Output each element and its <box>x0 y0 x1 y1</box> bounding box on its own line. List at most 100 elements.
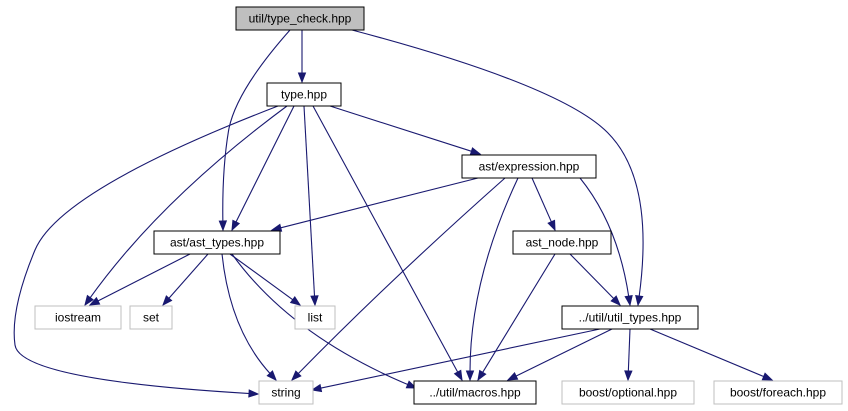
node-iostream: iostream <box>34 305 122 330</box>
edge-ast_types-to-string <box>221 253 277 382</box>
arrowhead <box>469 147 482 156</box>
node-type[interactable]: type.hpp <box>266 82 342 107</box>
arrowhead <box>84 294 94 307</box>
edge-expression-to-macros <box>465 177 519 382</box>
edge-line <box>13 105 279 395</box>
node-layer: util/type_check.hpp type.hpp ast/expressio… <box>34 6 843 405</box>
edge-line <box>229 253 294 301</box>
node-label: boost/optional.hpp <box>579 386 677 400</box>
node-ast_types[interactable]: ast/ast_types.hpp <box>153 230 281 255</box>
node-box <box>561 305 699 330</box>
node-label: boost/foreach.hpp <box>730 386 826 400</box>
edge-line <box>303 105 316 298</box>
arrowhead <box>162 295 173 307</box>
edge-line <box>329 105 473 153</box>
arrowhead <box>291 370 302 381</box>
edge-line <box>469 177 519 373</box>
arrowhead <box>635 295 644 307</box>
edge-type-to-ast_types <box>231 105 295 232</box>
arrowhead <box>761 372 774 381</box>
node-label: ast/ast_types.hpp <box>170 236 264 250</box>
arrowhead <box>610 295 621 306</box>
arrowhead <box>453 369 463 382</box>
edge-line <box>89 105 288 299</box>
edge-line <box>319 328 601 389</box>
edge-util_types-to-optional <box>624 328 633 382</box>
edge-line <box>279 177 479 229</box>
edge-expression-to-ast_node <box>531 177 556 232</box>
node-box <box>34 305 122 330</box>
edge-type_check-to-util_types <box>351 29 644 307</box>
arrowhead <box>310 295 319 307</box>
edge-util_types-to-macros <box>506 328 613 381</box>
edge-line <box>627 328 631 373</box>
node-set: set <box>129 305 173 330</box>
node-label: ../util/macros.hpp <box>429 386 521 400</box>
arrowhead <box>506 372 519 381</box>
edge-line <box>649 328 765 378</box>
node-macros[interactable]: ../util/macros.hpp <box>413 380 537 405</box>
edge-line <box>297 177 506 375</box>
edge-line <box>221 253 271 375</box>
node-box <box>461 154 597 179</box>
node-box <box>129 305 173 330</box>
node-label: ../util/util_types.hpp <box>579 311 682 325</box>
node-label: list <box>308 311 323 325</box>
arrowhead <box>270 223 283 232</box>
arrowhead <box>477 369 487 382</box>
edge-ast_node-to-macros <box>477 253 556 382</box>
edge-ast_types-to-iostream <box>88 253 191 306</box>
arrowhead <box>624 294 633 307</box>
arrowhead <box>266 370 277 382</box>
node-label: type.hpp <box>281 88 327 102</box>
edge-util_types-to-foreach <box>649 328 774 381</box>
node-foreach: boost/foreach.hpp <box>713 380 843 405</box>
node-label: string <box>271 386 300 400</box>
edge-line <box>481 253 556 374</box>
edge-expression-to-ast_types <box>270 177 479 232</box>
edge-line <box>96 253 191 302</box>
node-box <box>294 305 336 330</box>
node-ast_node[interactable]: ast_node.hpp <box>512 230 612 255</box>
edge-layer <box>13 29 774 398</box>
edge-line <box>167 253 209 300</box>
node-label: iostream <box>55 311 101 325</box>
node-label: set <box>143 311 160 325</box>
node-optional: boost/optional.hpp <box>561 380 695 405</box>
edge-line <box>531 177 553 223</box>
edge-ast_types-to-set <box>162 253 209 307</box>
edge-ast_types-to-list <box>229 253 302 306</box>
edge-type-to-list <box>303 105 319 307</box>
arrowhead <box>310 383 323 393</box>
edge-line <box>569 253 615 300</box>
edge-util_types-to-string <box>310 328 601 393</box>
node-string: string <box>258 380 314 405</box>
node-box <box>258 380 314 405</box>
arrowhead <box>289 295 302 306</box>
arrowhead <box>624 370 633 382</box>
node-util_types[interactable]: ../util/util_types.hpp <box>561 305 699 330</box>
node-box <box>713 380 843 405</box>
arrowhead <box>465 370 475 382</box>
edge-line <box>351 29 644 298</box>
arrowhead <box>547 219 556 232</box>
node-type_check[interactable]: util/type_check.hpp <box>235 6 365 31</box>
arrowhead <box>231 219 241 232</box>
arrowhead <box>297 72 307 84</box>
edge-line <box>514 328 613 377</box>
node-label: util/type_check.hpp <box>249 12 352 26</box>
edge-type_check-to-type <box>297 30 307 84</box>
edge-type-to-iostream <box>84 105 288 307</box>
node-label: ast/expression.hpp <box>479 160 580 174</box>
edge-line <box>235 105 295 224</box>
edge-line <box>312 105 459 374</box>
edge-type_check-to-ast_types <box>218 29 291 232</box>
edge-ast_node-to-util_types <box>569 253 621 306</box>
node-box <box>266 82 342 107</box>
arrowhead <box>218 220 228 232</box>
edge-type-to-macros <box>312 105 463 382</box>
edge-line <box>222 29 291 223</box>
edge-type-to-expression <box>329 105 482 156</box>
node-list: list <box>294 305 336 330</box>
node-expression[interactable]: ast/expression.hpp <box>461 154 597 179</box>
